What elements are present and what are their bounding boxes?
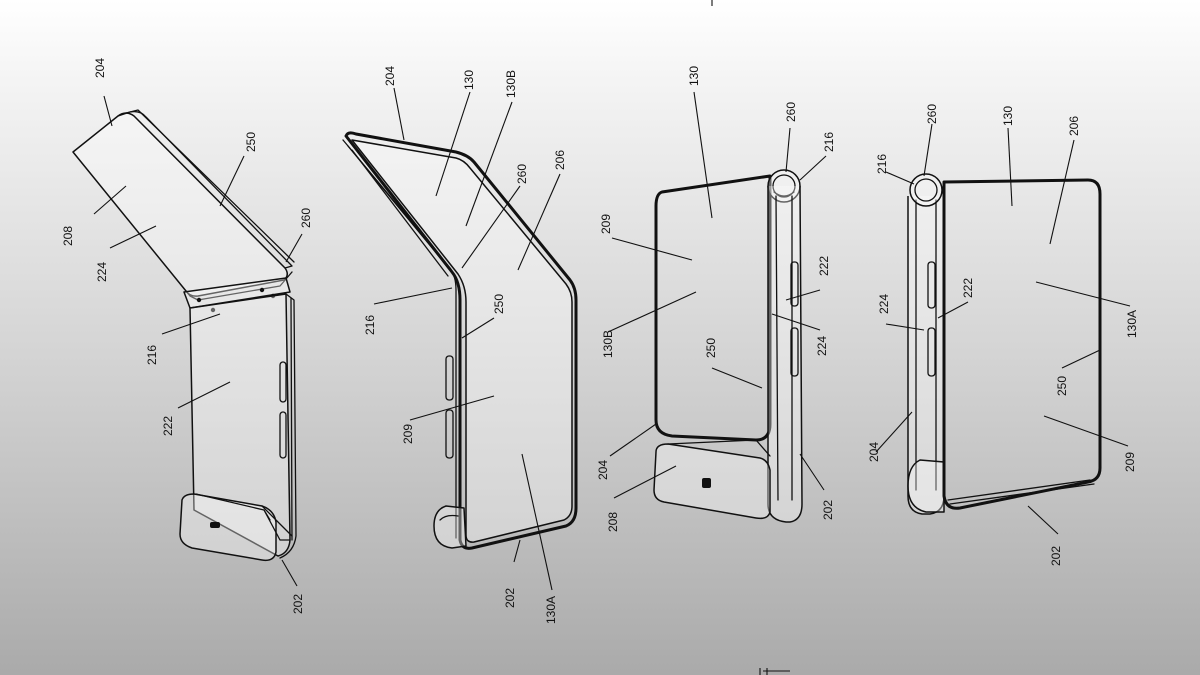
fig3-label-250: 250 — [704, 338, 718, 358]
fig1-label-222: 222 — [161, 416, 175, 436]
fig2-flexible-display — [344, 131, 578, 550]
fig3-label-208: 208 — [606, 512, 620, 532]
fig2-label-250: 250 — [492, 294, 506, 314]
fig1-label-216: 216 — [145, 345, 159, 365]
fig4-label-130: 130 — [1001, 106, 1015, 126]
fig4-label-204: 204 — [867, 442, 881, 462]
fig3-label-224: 224 — [815, 336, 829, 356]
fig4-label-224: 224 — [877, 294, 891, 314]
fig3-label-130: 130 — [687, 66, 701, 86]
figure-2-phone-flex-fold: 204 130 130B 260 206 216 250 209 202 130… — [342, 66, 578, 624]
fig4-label-206: 206 — [1067, 116, 1081, 136]
fig2-label-216: 216 — [363, 315, 377, 335]
fig4-label-222: 222 — [961, 278, 975, 298]
fig4-label-260: 260 — [925, 104, 939, 124]
fig1-label-208: 208 — [61, 226, 75, 246]
fig4-label-202: 202 — [1049, 546, 1063, 566]
fig1-label-202: 202 — [291, 594, 305, 614]
fig2-label-130B: 130B — [504, 70, 518, 98]
fig2-label-260: 260 — [515, 164, 529, 184]
figure-1-phone-half-open: 204 250 260 208 224 216 222 202 — [61, 58, 313, 614]
fig2-label-209: 209 — [401, 424, 415, 444]
figure-4-phone-folded-front: 216 260 130 206 224 222 130A 250 204 209… — [867, 104, 1139, 566]
fig3-label-216: 216 — [822, 132, 836, 152]
fig1-hinge-band — [183, 277, 291, 309]
fig3-display-panel — [654, 174, 772, 442]
fig3-label-204: 204 — [596, 460, 610, 480]
fig1-label-224: 224 — [95, 262, 109, 282]
fig2-hinge-bulb — [433, 505, 467, 549]
fig2-label-202: 202 — [503, 588, 517, 608]
fig2-label-206: 206 — [553, 150, 567, 170]
fig1-label-250: 250 — [244, 132, 258, 152]
fig1-label-204: 204 — [93, 58, 107, 78]
fig4-label-216: 216 — [875, 154, 889, 174]
fig4-display-panel — [942, 178, 1102, 510]
edge-mark-bottom — [759, 668, 790, 675]
fig2-label-130A: 130A — [544, 596, 558, 624]
fig3-label-202: 202 — [821, 500, 835, 520]
figure-3-phone-folded-rear: 130 260 216 209 130B 222 224 250 204 208… — [596, 66, 836, 532]
fig3-label-130B: 130B — [601, 330, 615, 358]
fig4-label-209: 209 — [1123, 452, 1137, 472]
fig3-label-209: 209 — [599, 214, 613, 234]
fig3-label-222: 222 — [817, 256, 831, 276]
fig1-bottom-pod — [179, 493, 277, 562]
fig1-label-260: 260 — [299, 208, 313, 228]
fig4-label-130A: 130A — [1125, 310, 1139, 338]
fig3-spine — [767, 185, 803, 523]
fig4-label-250: 250 — [1055, 376, 1069, 396]
fig2-label-130: 130 — [462, 70, 476, 90]
fig3-label-260: 260 — [784, 102, 798, 122]
fig2-label-204: 204 — [383, 66, 397, 86]
fig3-bottom-pod — [653, 443, 771, 520]
